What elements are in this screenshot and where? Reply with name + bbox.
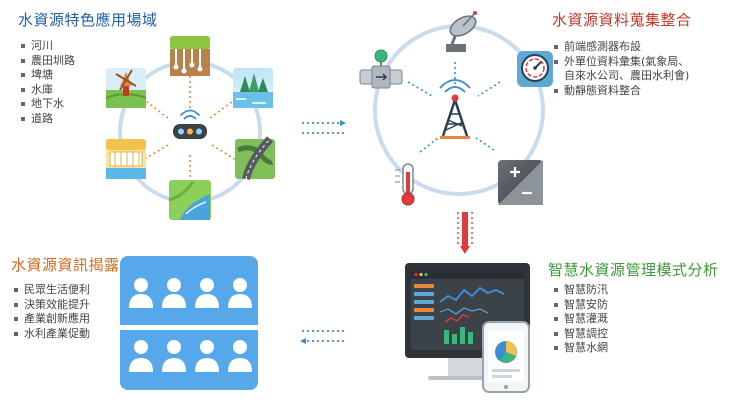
scenes-item: 道路 [20, 112, 75, 127]
management-item: 智慧安防 [553, 298, 608, 313]
disclosure-item: 產業創新應用 [13, 312, 90, 327]
scenes-item: 水庫 [20, 83, 75, 98]
scenes-item: 河川 [20, 39, 75, 54]
management-item: 智慧防汛 [553, 283, 608, 298]
disclosure-title: 水資源資訊揭露 [11, 256, 120, 274]
water-valve-icon [359, 49, 403, 89]
integration-item-continued: 自來水公司、農田水利會) [564, 69, 690, 82]
tablet-chart-icon [482, 321, 530, 393]
scenes-title: 水資源特色應用場域 [18, 11, 158, 29]
scenes-rays [142, 76, 237, 178]
satellite-dish-icon [446, 11, 477, 52]
management-item: 智慧調控 [553, 327, 608, 342]
reservoir-scene-icon [106, 139, 146, 179]
pressure-gauge-icon [517, 51, 553, 87]
forest-river-scene-icon [233, 68, 273, 108]
management-item: 智慧灌溉 [553, 312, 608, 327]
integration-item: 前端感測器布設 [553, 40, 689, 55]
integration-list: 前端感測器布設 外單位資料彙集(氣象局、 自來水公司、農田水利會) 動靜態資料整… [553, 40, 689, 98]
battery-icon [498, 160, 543, 205]
scenes-cycle [105, 36, 275, 220]
disclosure-item: 決策效能提升 [13, 298, 90, 313]
management-title: 智慧水資源管理模式分析 [548, 261, 719, 279]
flow-arrow-left [300, 330, 344, 344]
integration-cycle [359, 11, 553, 206]
integration-title: 水資源資料蒐集整合 [552, 11, 692, 29]
flow-arrow-down [457, 212, 473, 254]
scenes-item: 地下水 [20, 97, 75, 112]
road-scene-icon [235, 136, 275, 181]
river-scene-icon [168, 180, 211, 220]
integration-rays [407, 62, 501, 153]
farmland-scene-icon [170, 36, 210, 76]
disclosure-item: 民眾生活便利 [13, 283, 90, 298]
integration-item: 動靜態資料整合 [553, 84, 689, 99]
flow-arrow-right [302, 120, 346, 134]
scenes-item: 埤塘 [20, 68, 75, 83]
disclosure-item: 水利產業促動 [13, 327, 90, 342]
scenes-item: 農田圳路 [20, 54, 75, 69]
management-list: 智慧防汛 智慧安防 智慧灌溉 智慧調控 智慧水網 [553, 283, 608, 356]
iot-hub-icon [173, 109, 207, 139]
people-audience-icon [120, 256, 258, 390]
thermometer-icon [395, 163, 415, 206]
integration-item: 外單位資料彙集(氣象局、 [553, 55, 689, 70]
management-item: 智慧水網 [553, 341, 608, 356]
scenes-list: 河川 農田圳路 埤塘 水庫 地下水 道路 [20, 39, 75, 126]
windmill-farm-scene-icon [105, 68, 147, 108]
radio-tower-icon [439, 79, 471, 139]
disclosure-list: 民眾生活便利 決策效能提升 產業創新應用 水利產業促動 [13, 283, 90, 341]
